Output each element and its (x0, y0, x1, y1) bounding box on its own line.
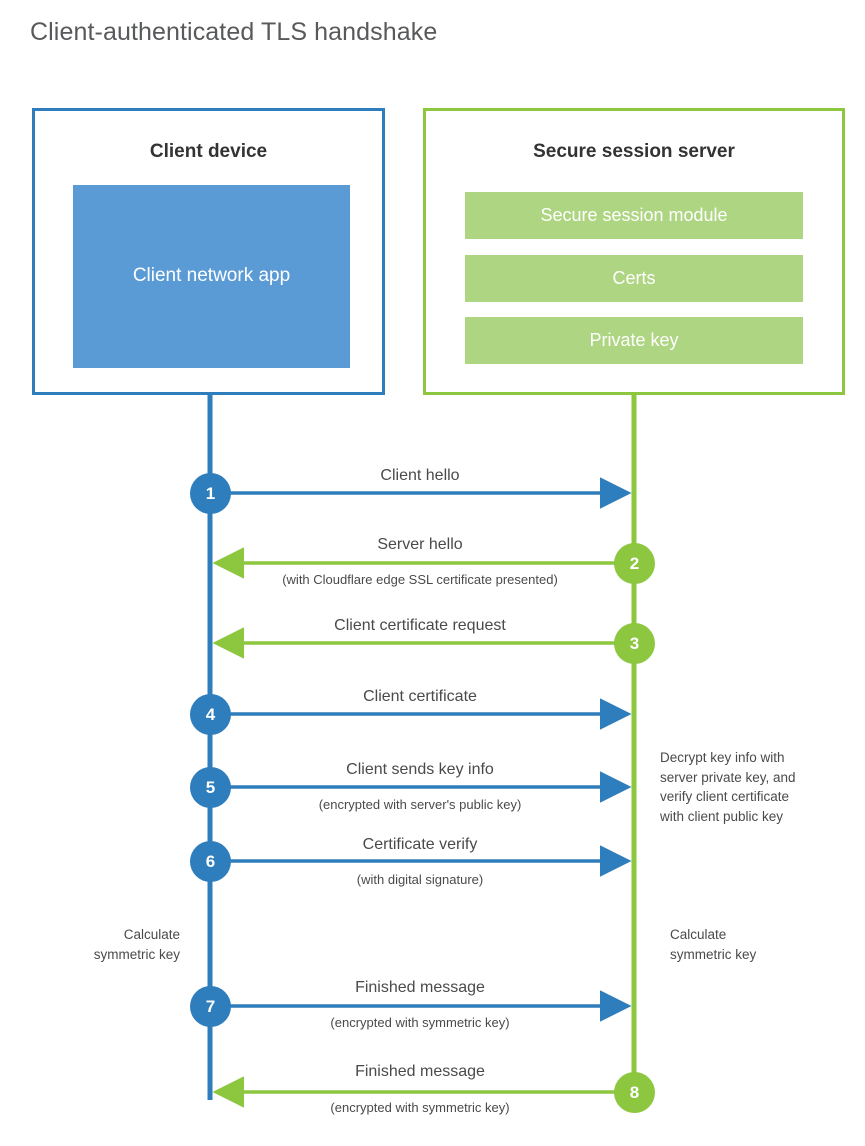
server-decrypt-note-line-4: with client public key (660, 808, 784, 824)
client-calculate-note-line-1: Calculate (123, 927, 180, 942)
step-badge-8: 8 (614, 1072, 655, 1113)
step-badge-4: 4 (190, 694, 231, 735)
step-label-5: Client sends key info (346, 761, 494, 778)
client-device-title: Client device (149, 141, 268, 162)
step-sublabel-6: (with digital signature) (356, 872, 484, 887)
server-decrypt-note: Decrypt key info with server private key… (660, 748, 840, 826)
step-label-2: Server hello (377, 536, 463, 553)
step-label-4: Client certificate (363, 688, 477, 705)
step-badge-3: 3 (614, 623, 655, 664)
step-label-3: Client certificate request (334, 617, 506, 634)
step-label-7: Finished message (355, 979, 485, 996)
server-calculate-note-line-1: Calculate (670, 927, 727, 942)
step-label-8: Finished message (355, 1063, 485, 1080)
secure-session-server-title: Secure session server (533, 141, 735, 162)
step-label-6: Certificate verify (362, 836, 478, 853)
step-sublabel-5: (encrypted with server's public key) (318, 797, 522, 812)
page-title: Client-authenticated TLS handshake (30, 18, 438, 46)
secure-session-server-box: Secure session server Secure session mod… (423, 108, 845, 395)
step-badge-5: 5 (190, 767, 231, 808)
step-badge-6: 6 (190, 841, 231, 882)
client-calculate-note-line-2: symmetric key (93, 946, 180, 962)
server-component-private-key: Private key (465, 317, 803, 364)
server-decrypt-note-line-2: server private key, and (660, 769, 796, 785)
client-network-app-block: Client network app (73, 185, 350, 368)
step-badge-7: 7 (190, 986, 231, 1027)
step-sublabel-2: (with Cloudflare edge SSL certificate pr… (282, 572, 558, 587)
client-device-box: Client device Client network app (32, 108, 385, 395)
step-badge-1: 1 (190, 473, 231, 514)
client-calculate-symmetric-key-note: Calculate symmetric key (20, 925, 180, 964)
server-calculate-note-line-2: symmetric key (670, 946, 757, 962)
server-decrypt-note-line-1: Decrypt key info with (660, 750, 785, 765)
step-badge-2: 2 (614, 543, 655, 584)
step-sublabel-8: (encrypted with symmetric key) (330, 1100, 510, 1115)
step-label-1: Client hello (380, 467, 460, 484)
server-calculate-symmetric-key-note: Calculate symmetric key (670, 925, 840, 964)
server-component-certs: Certs (465, 255, 803, 302)
step-sublabel-7: (encrypted with symmetric key) (330, 1015, 510, 1030)
server-decrypt-note-line-3: verify client certificate (660, 789, 790, 805)
server-component-secure-session-module: Secure session module (465, 192, 803, 239)
